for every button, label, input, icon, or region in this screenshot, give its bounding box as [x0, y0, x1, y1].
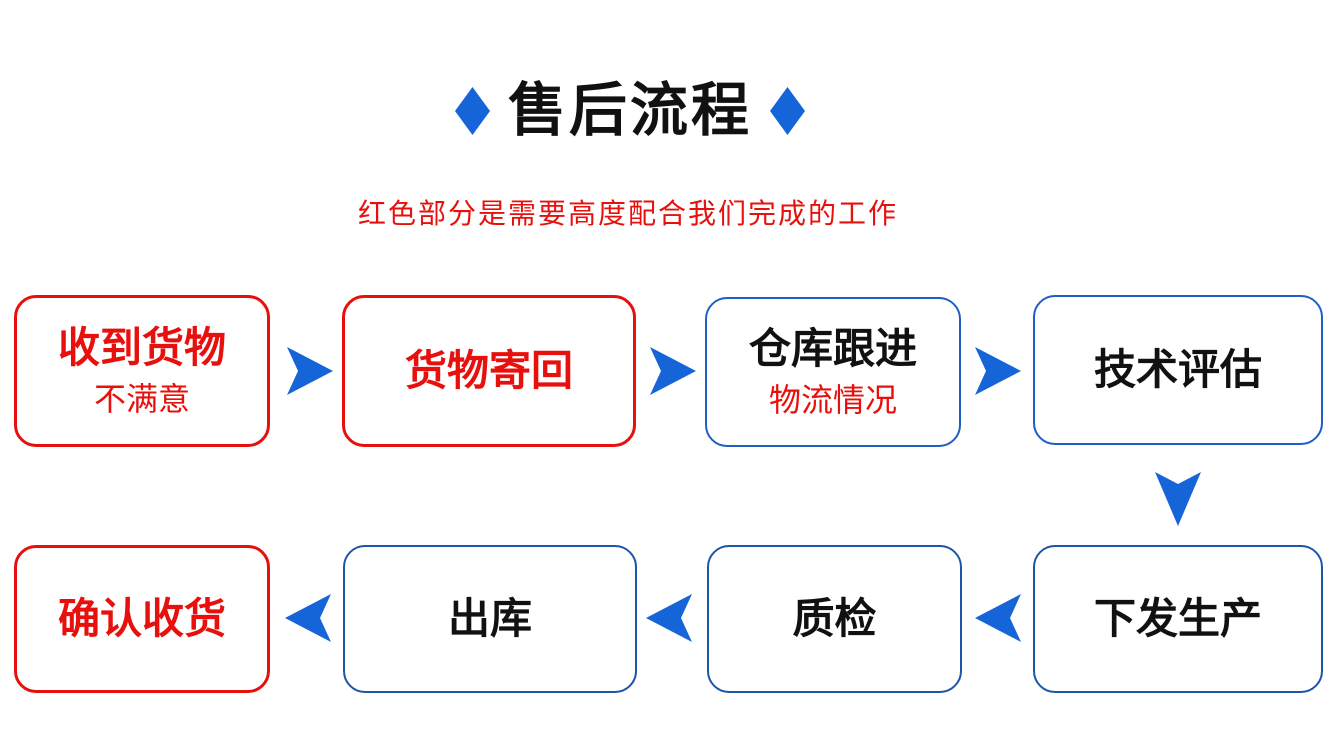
flow-step-technical-evaluation: 技术评估 [1033, 295, 1323, 445]
flow-step-title: 仓库跟进 [748, 325, 917, 373]
arrow-left-icon [646, 594, 692, 642]
flow-step-title: 确认收货 [57, 594, 226, 642]
flow-step-title: 下发生产 [1093, 594, 1262, 642]
flow-step-warehouse-follow-up: 仓库跟进 物流情况 [705, 297, 961, 447]
arrow-right-icon [650, 347, 696, 395]
flow-step-title: 出库 [447, 594, 532, 642]
diamond-icon [770, 87, 806, 135]
arrow-left-icon [975, 594, 1021, 642]
flow-step-title: 质检 [792, 594, 877, 642]
flow-step-quality-inspection: 质检 [707, 545, 962, 693]
flow-step-received-goods: 收到货物 不满意 [14, 295, 270, 447]
flow-step-confirm-receipt: 确认收货 [14, 545, 270, 693]
arrow-left-icon [285, 594, 331, 642]
flow-step-subtitle: 不满意 [93, 380, 190, 417]
flow-step-return-goods: 货物寄回 [342, 295, 636, 447]
flow-step-title: 技术评估 [1093, 345, 1262, 393]
flow-step-title: 货物寄回 [404, 346, 573, 394]
arrow-right-icon [287, 347, 333, 395]
diamond-icon [454, 87, 490, 135]
page-title-row: 售后流程 [454, 78, 806, 143]
arrow-down-icon [1155, 472, 1201, 526]
page-subtitle: 红色部分是需要高度配合我们完成的工作 [357, 198, 899, 229]
flow-step-issue-production: 下发生产 [1033, 545, 1323, 693]
arrow-right-icon [975, 347, 1021, 395]
flow-step-title: 收到货物 [57, 324, 226, 372]
flow-step-outbound: 出库 [343, 545, 637, 693]
page-title: 售后流程 [507, 78, 753, 143]
flow-step-subtitle: 物流情况 [768, 381, 897, 418]
